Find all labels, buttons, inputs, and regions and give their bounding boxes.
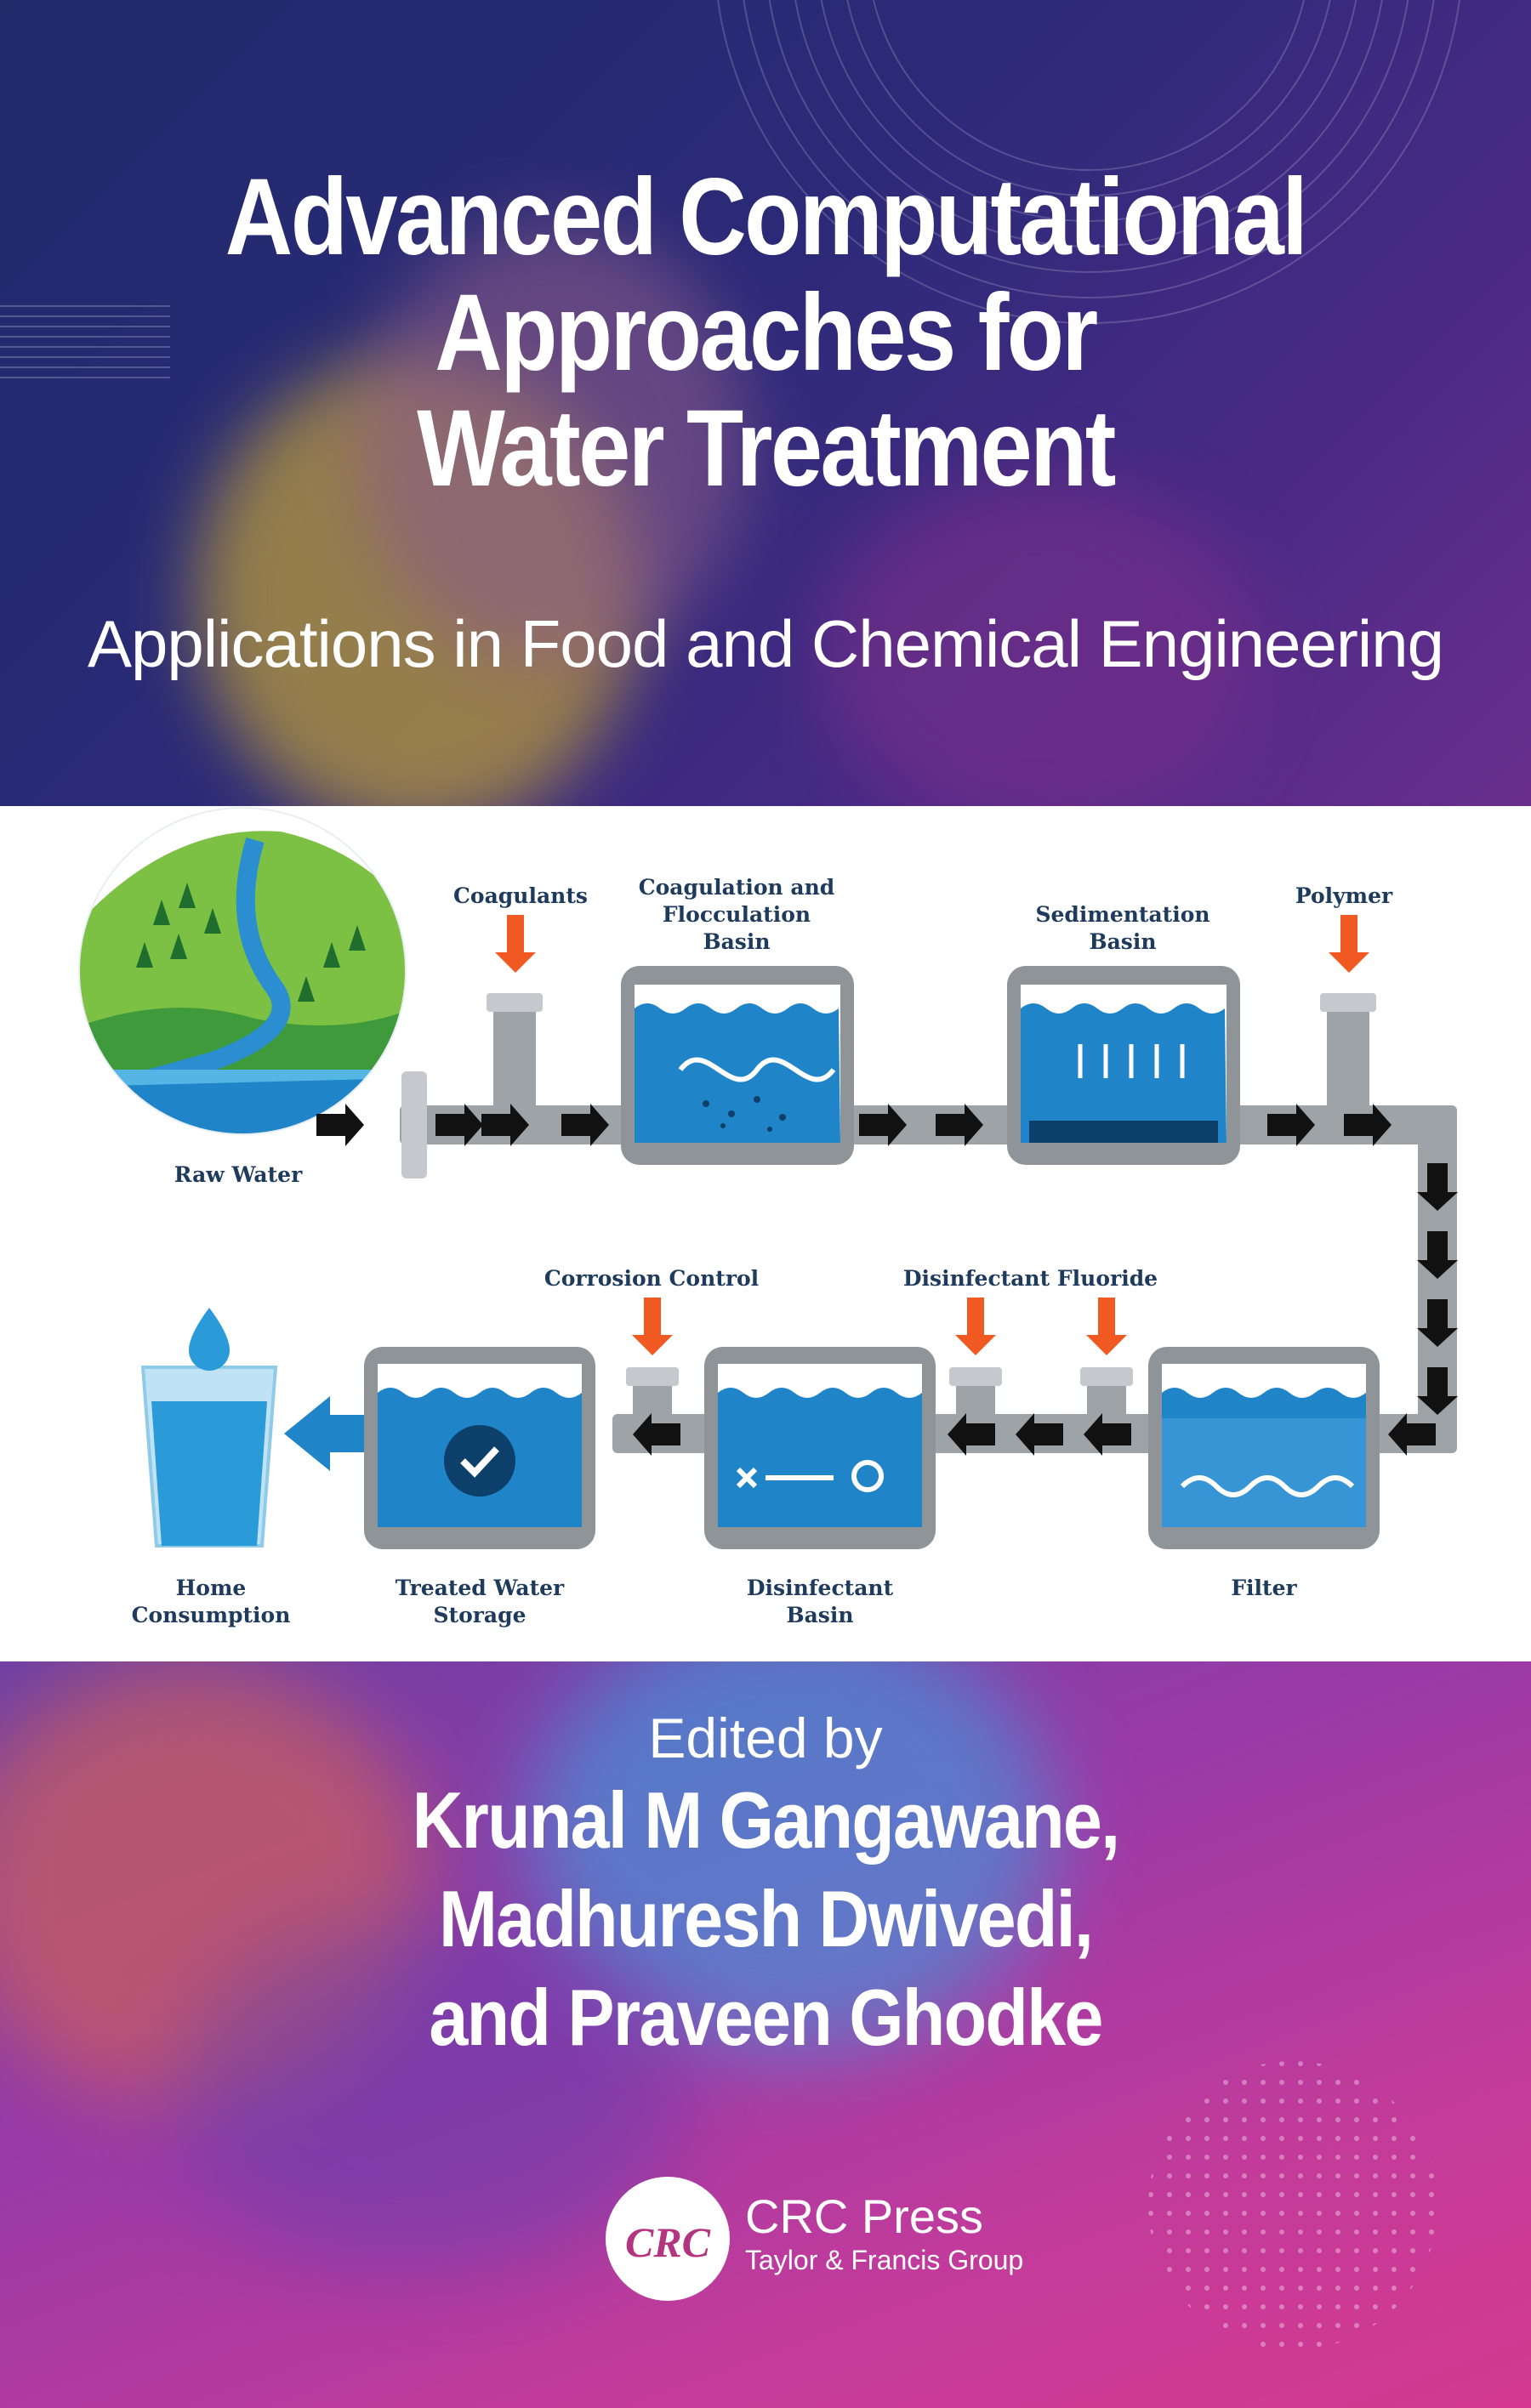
label-disinfectant-basin: Disinfectant	[747, 1576, 894, 1600]
editor-name: Madhuresh Dwivedi,	[438, 1874, 1094, 1963]
label-sedimentation-basin: Sedimentation	[1035, 902, 1209, 927]
label-coagulation-basin: Coagulation and	[639, 875, 835, 900]
label-polymer: Polymer	[1295, 883, 1393, 908]
editor-name: Krunal M Gangawane,	[412, 1775, 1120, 1865]
label-sedimentation-basin: Basin	[1089, 929, 1156, 954]
label-disinfectant: Disinfectant	[903, 1266, 1050, 1291]
publisher-logo-text: CRC	[624, 2218, 711, 2266]
coagulation-basin	[621, 966, 854, 1165]
decorative-lines	[0, 0, 1460, 378]
raw-water-illustration	[78, 807, 407, 1135]
label-treated-water-storage: Storage	[433, 1603, 526, 1627]
dosing-arrows	[495, 915, 1369, 1355]
label-coagulants: Coagulants	[453, 883, 588, 908]
background-blob	[817, 476, 1259, 806]
background-blob	[357, 221, 748, 663]
edited-by-label: Edited by	[648, 1707, 883, 1769]
book-title: Advanced Computational Approaches for Wa…	[107, 160, 1424, 507]
filter-basin	[1148, 1347, 1380, 1549]
label-disinfectant-basin: Basin	[786, 1603, 853, 1627]
dot-pattern	[1148, 2061, 1437, 2350]
publisher-name: CRC Press	[745, 2189, 984, 2243]
treated-water-storage	[364, 1347, 595, 1549]
label-home-consumption: Consumption	[132, 1603, 291, 1627]
background-blob	[527, 1661, 1055, 2053]
title-line: Water Treatment	[417, 388, 1116, 509]
flow-arrows	[316, 1104, 1458, 1456]
disinfectant-basin	[704, 1347, 936, 1549]
sedimentation-basin	[1007, 966, 1240, 1165]
label-corrosion-control: Corrosion Control	[544, 1266, 759, 1291]
process-diagram-panel: Raw Water	[0, 806, 1531, 1661]
label-fluoride: Fluoride	[1057, 1266, 1158, 1291]
title-line: Advanced Computational	[225, 156, 1308, 278]
publisher-group: Taylor & Francis Group	[745, 2245, 1024, 2275]
editor-name: and Praveen Ghodke	[429, 1973, 1103, 2062]
label-home-consumption: Home	[176, 1576, 247, 1600]
label-treated-water-storage: Treated Water	[396, 1576, 565, 1600]
title-line: Approaches for	[435, 272, 1098, 394]
credits-band	[0, 1661, 1531, 2408]
label-coagulation-basin: Basin	[703, 929, 770, 954]
label-raw-water: Raw Water	[174, 1162, 303, 1187]
background-blob	[170, 1917, 680, 2274]
label-coagulation-basin: Flocculation	[663, 902, 811, 927]
background-blob	[0, 1661, 425, 2104]
label-filter: Filter	[1231, 1576, 1297, 1600]
water-treatment-diagram: Raw Water	[78, 807, 1458, 1627]
publisher-logo: CRC	[606, 2177, 730, 2301]
glass-of-water-icon	[140, 1308, 278, 1548]
output-arrow	[284, 1396, 364, 1471]
title-band	[0, 0, 1531, 806]
book-subtitle: Applications in Food and Chemical Engine…	[88, 606, 1444, 681]
pipe-caps	[401, 993, 1376, 1386]
